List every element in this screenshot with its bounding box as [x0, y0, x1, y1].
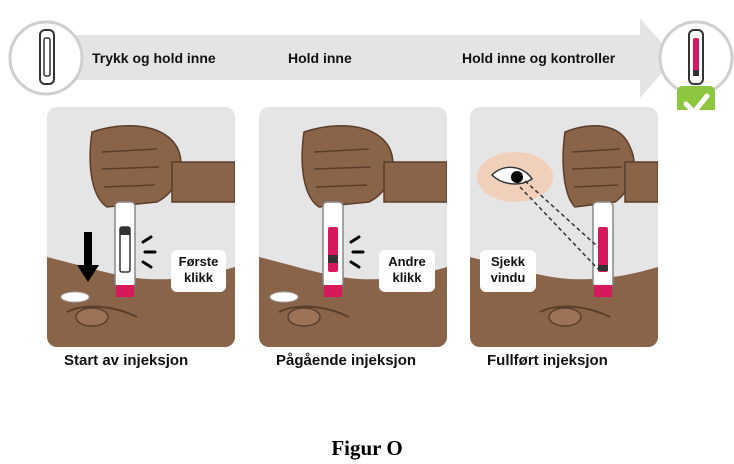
panel-start-injection: Første klikk	[47, 107, 235, 347]
step-label-hold: Hold inne	[288, 50, 352, 66]
caption-ongoing: Pågående injeksjon	[276, 352, 417, 369]
panel-completed-injection: Sjekk vindu	[470, 107, 658, 347]
illustration-completed	[470, 125, 658, 347]
caption-start: Start av injeksjon	[64, 352, 189, 369]
progress-arrow	[8, 18, 734, 110]
arrow-shape	[40, 18, 675, 98]
callout-line-2: klikk	[392, 270, 422, 285]
hand-shape	[89, 125, 182, 208]
callout-check-window: Sjekk vindu	[480, 250, 536, 292]
down-arrow-icon	[77, 232, 99, 282]
callout-line-1: Sjekk	[491, 254, 525, 269]
illustration-start	[47, 125, 235, 347]
pen-base	[116, 285, 134, 297]
pen-window	[598, 227, 608, 272]
panel-ongoing-injection: Andre klikk	[259, 107, 447, 347]
figure-title: Figur O	[331, 436, 403, 460]
pen-base	[324, 285, 342, 297]
eye-icon	[490, 166, 534, 185]
callout-line-1: Andre	[388, 254, 426, 269]
sight-lines	[519, 180, 599, 270]
callout-line-1: Første	[178, 254, 219, 269]
pen-base	[594, 285, 612, 297]
step-label-hold-check: Hold inne og kontroller	[462, 50, 616, 66]
step-label-press-hold: Trykk og hold inne	[92, 50, 216, 66]
pen-window-empty-icon	[39, 29, 55, 85]
hand-shape	[301, 125, 394, 208]
callout-second-click: Andre klikk	[379, 250, 435, 292]
illustration-ongoing	[259, 125, 447, 347]
caption-completed: Fullført injeksjon	[487, 352, 608, 369]
hand-shape	[562, 125, 635, 208]
callout-line-2: vindu	[490, 270, 526, 285]
checkmark-icon	[677, 86, 715, 110]
callout-first-click: Første klikk	[171, 250, 226, 292]
callout-line-2: klikk	[184, 270, 213, 285]
pen-window-full-icon	[688, 29, 704, 85]
pen-window	[328, 227, 338, 272]
